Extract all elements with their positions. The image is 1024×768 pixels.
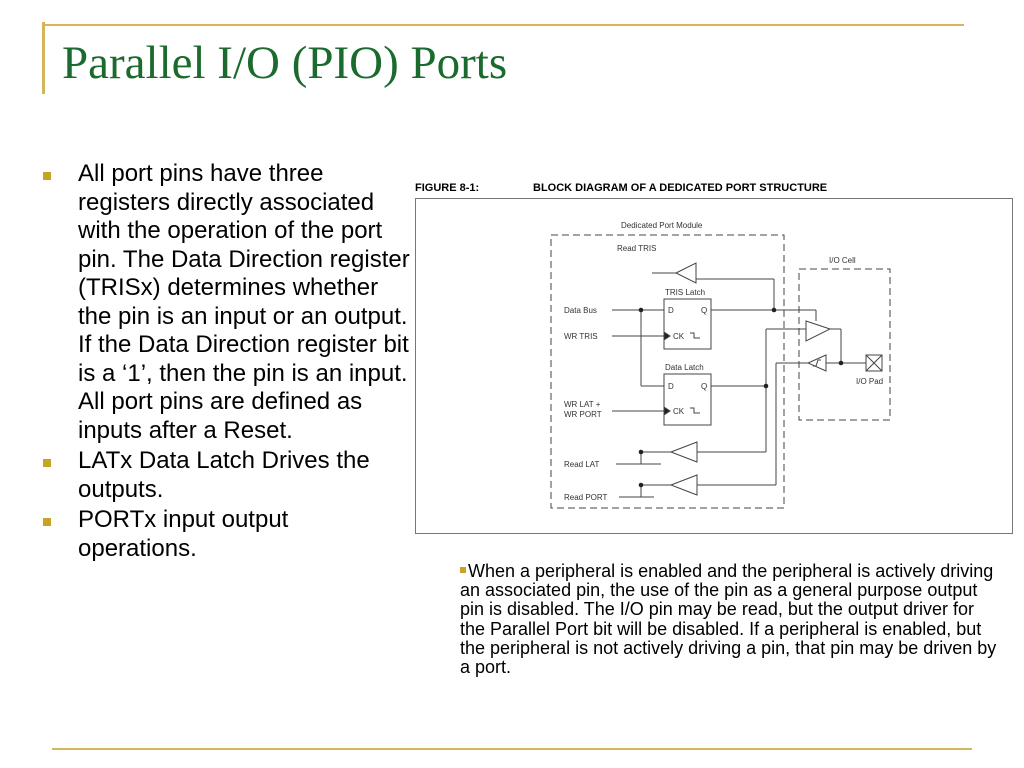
note-bullet-icon: [460, 567, 466, 573]
label-data-latch: Data Latch: [665, 363, 704, 372]
label-read-lat: Read LAT: [564, 460, 600, 469]
bullet-item: All port pins have three registers direc…: [40, 160, 410, 445]
tris-clock-icon: [663, 331, 671, 341]
label-q: Q: [701, 306, 707, 315]
bullet-item: LATx Data Latch Drives the outputs.: [40, 447, 410, 504]
label-wr-tris: WR TRIS: [564, 332, 598, 341]
figure-number: FIGURE 8-1:: [415, 182, 480, 194]
bullet-text: All port pins have three registers direc…: [78, 160, 410, 444]
bullet-list: All port pins have three registers direc…: [40, 160, 410, 565]
label-wr-port: WR PORT: [564, 410, 602, 419]
label-wr-lat: WR LAT +: [564, 400, 601, 409]
bullet-text: PORTx input output operations.: [78, 506, 289, 562]
label-d: D: [668, 382, 674, 391]
label-d: D: [668, 306, 674, 315]
data-latch-box: [663, 373, 712, 426]
decorative-bottom-line: [52, 748, 972, 750]
io-cell-box: [798, 268, 891, 421]
bullet-text: LATx Data Latch Drives the outputs.: [78, 447, 370, 503]
label-ck: CK: [673, 407, 685, 416]
output-buffer-icon: [805, 320, 832, 342]
dedicated-module-box: [550, 234, 785, 509]
data-clock-icon: [663, 406, 671, 416]
block-diagram: Dedicated Port Module Read TRIS I/O Cell…: [550, 221, 891, 509]
label-q: Q: [701, 382, 707, 391]
read-tris-buffer-icon: [674, 262, 697, 284]
label-io-cell: I/O Cell: [829, 256, 856, 265]
label-data-bus: Data Bus: [564, 306, 597, 315]
decorative-top-line: [42, 24, 964, 26]
figure-title: FIGURE 8-1: BLOCK DIAGRAM OF A DEDICATED…: [415, 182, 1015, 198]
label-ck: CK: [673, 332, 685, 341]
bullet-marker-icon: [43, 172, 51, 180]
bullet-item: PORTx input output operations.: [40, 506, 410, 563]
tris-latch-box: [663, 298, 712, 350]
figure-caption: BLOCK DIAGRAM OF A DEDICATED PORT STRUCT…: [533, 182, 828, 194]
read-port-buffer-icon: [669, 474, 698, 496]
label-io-pad: I/O Pad: [856, 377, 883, 386]
label-read-port: Read PORT: [564, 493, 608, 502]
note-text: When a peripheral is enabled and the per…: [460, 561, 997, 678]
bullet-marker-icon: [43, 459, 51, 467]
label-tris-latch: TRIS Latch: [665, 288, 705, 297]
decorative-vertical-line: [42, 22, 45, 94]
note-paragraph: When a peripheral is enabled and the per…: [460, 561, 1000, 678]
bullet-marker-icon: [43, 518, 51, 526]
block-diagram-figure: Dedicated Port Module Read TRIS I/O Cell…: [415, 198, 1013, 534]
label-read-tris: Read TRIS: [617, 244, 656, 253]
slide-title: Parallel I/O (PIO) Ports: [62, 37, 508, 89]
label-dedicated-module: Dedicated Port Module: [621, 221, 703, 230]
read-lat-buffer-icon: [669, 441, 698, 463]
